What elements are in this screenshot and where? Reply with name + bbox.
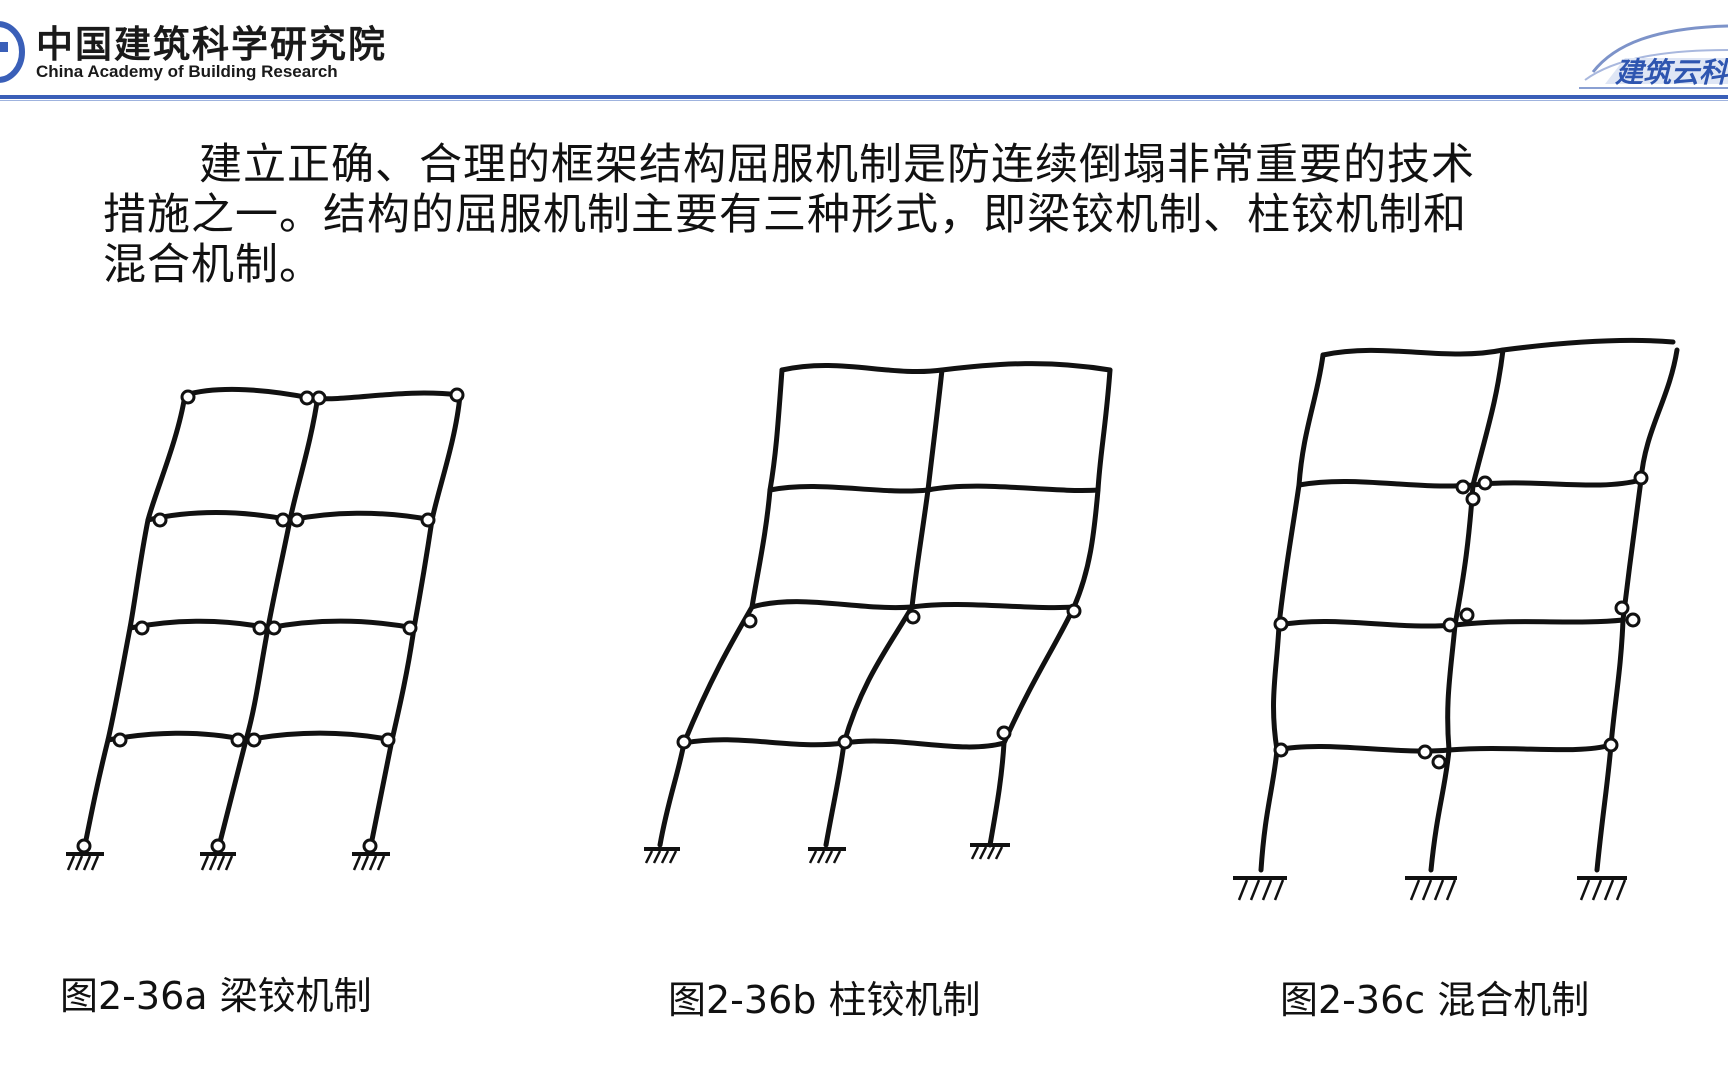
cabr-logo-icon [0,21,25,83]
org-name-en: China Academy of Building Research [36,62,338,81]
figure-beam-hinge-mechanism [60,370,530,910]
building-cloud-logo-icon: 建筑云科技 [1579,24,1728,89]
header-bar: 中国建筑科学研究院 China Academy of Building Rese… [0,0,1728,104]
fixed-support-icon [66,852,390,871]
org-name-cn: 中国建筑科学研究院 [36,22,387,66]
frame-diagram-c [1233,337,1680,901]
fixed-support-icon [644,843,1010,864]
caption-figure-a: 图2-36a 梁铰机制 [60,974,372,1018]
intro-line-2: 措施之一。结构的屈服机制主要有三种形式，即梁铰机制、柱铰机制和 [103,190,1467,240]
intro-line-1: 建立正确、合理的框架结构屈服机制是防连续倒塌非常重要的技术 [199,140,1475,190]
header-divider [0,95,1728,99]
intro-paragraph: 建立正确、合理的框架结构屈服机制是防连续倒塌非常重要的技术 措施之一。结构的屈服… [103,140,1603,290]
frame-diagram-b [644,361,1113,864]
plastic-hinge-icon [76,387,465,854]
frame-diagram-a [66,386,465,871]
intro-line-3: 混合机制。 [103,240,323,290]
brand-text: 建筑云科技 [1614,56,1728,89]
plastic-hinge-icon [1273,470,1649,770]
fixed-support-icon [1233,876,1627,901]
caption-figure-c: 图2-36c 混合机制 [1280,978,1590,1022]
header-divider-thin [0,100,1728,101]
figure-column-hinge-mechanism [640,345,1130,900]
plastic-hinge-icon [676,603,1082,750]
figure-mixed-mechanism [1225,330,1685,920]
caption-figure-b: 图2-36b 柱铰机制 [668,978,981,1022]
